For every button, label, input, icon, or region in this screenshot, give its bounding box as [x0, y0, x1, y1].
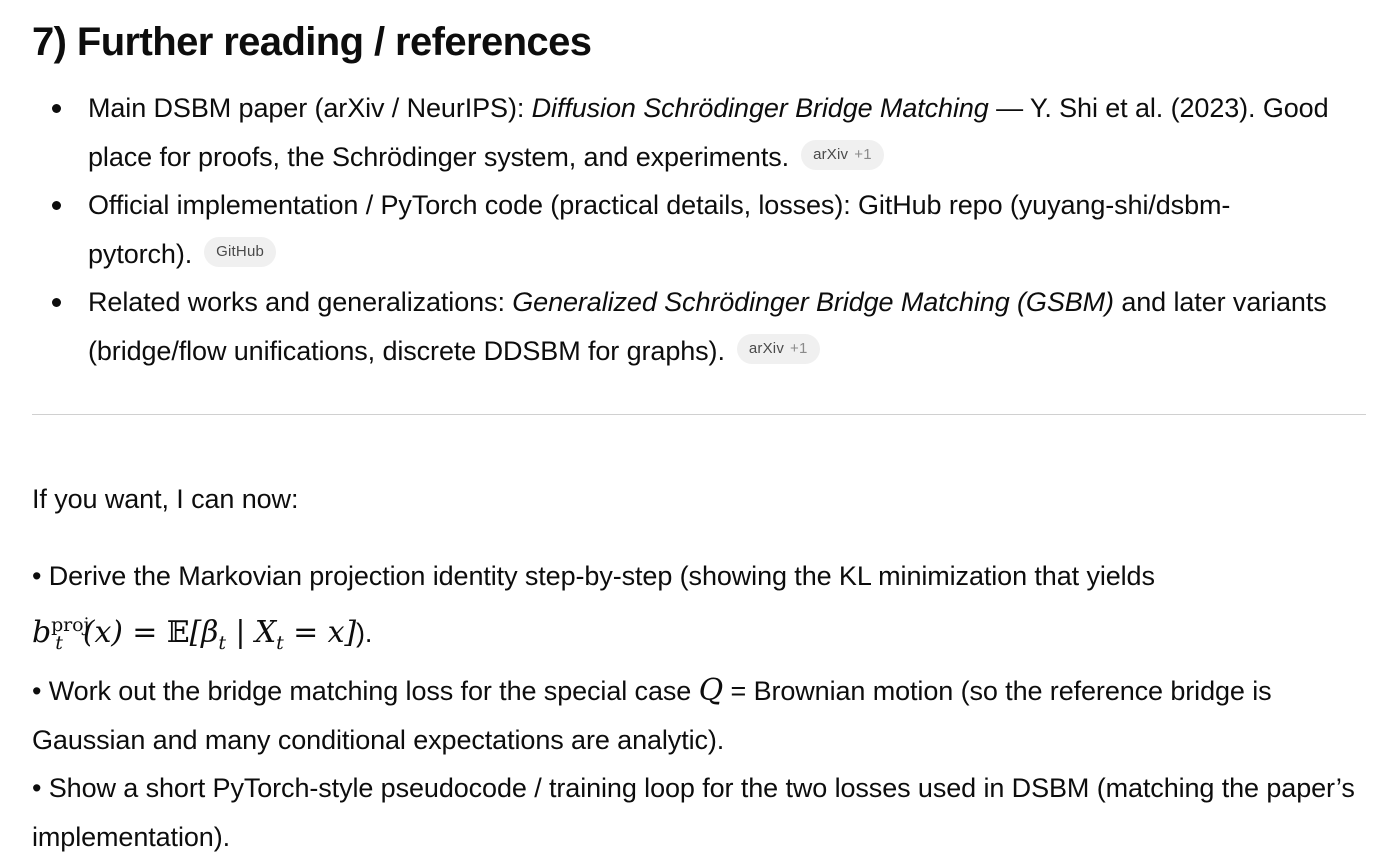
citation-chip-arxiv[interactable]: arXiv +1 — [736, 334, 820, 365]
math-formula: bprojt(x) = 𝔼[βt | Xt = x] — [32, 613, 356, 654]
reference-text-suffix: and later variants (bridge/flow unificat… — [88, 287, 1327, 366]
bullet-icon — [52, 104, 61, 113]
chip-extra-count: +1 — [854, 146, 872, 164]
reference-text-prefix: Main DSBM paper (arXiv / NeurIPS): — [88, 93, 532, 123]
reference-title-italic: Diffusion Schrödinger Bridge Matching — [531, 93, 989, 123]
option-pytorch-pseudocode: • Show a short PyTorch-style pseudocode … — [32, 773, 1355, 852]
reference-text: Official implementation / PyTorch code (… — [88, 190, 1231, 269]
option-derive-projection-formula: bprojt(x) = 𝔼[βt | Xt = x]). — [32, 613, 373, 654]
followup-options: • Derive the Markovian projection identi… — [32, 552, 1366, 861]
reference-text-suffix: — Y. Shi et al. (2023). Good place for p… — [88, 93, 1329, 172]
chip-label: arXiv — [748, 340, 785, 358]
chip-extra-count: +1 — [790, 340, 808, 358]
list-item: Related works and generalizations: Gener… — [32, 278, 1332, 375]
references-list: Main DSBM paper (arXiv / NeurIPS): Diffu… — [32, 84, 1332, 375]
option-brownian-loss: • Work out the bridge matching loss for … — [32, 673, 1272, 755]
citation-chip-arxiv[interactable]: arXiv +1 — [801, 140, 884, 171]
reference-title-italic: Generalized Schrödinger Bridge Matching … — [512, 287, 1114, 317]
list-item: Main DSBM paper (arXiv / NeurIPS): Diffu… — [32, 84, 1332, 181]
chip-label: arXiv — [813, 146, 849, 164]
bullet-icon — [52, 298, 61, 307]
chip-label: GitHub — [216, 243, 265, 261]
option-derive-projection: • Derive the Markovian projection identi… — [32, 561, 1155, 591]
math-variable-q: Q — [698, 673, 724, 708]
list-item: Official implementation / PyTorch code (… — [32, 181, 1332, 278]
section-title: 7) Further reading / references — [32, 20, 592, 64]
followup-intro: If you want, I can now: — [32, 484, 299, 514]
section-divider — [32, 414, 1366, 415]
reference-text-prefix: Related works and generalizations: — [88, 287, 513, 317]
citation-chip-github[interactable]: GitHub — [204, 237, 277, 268]
bullet-icon — [52, 201, 61, 210]
